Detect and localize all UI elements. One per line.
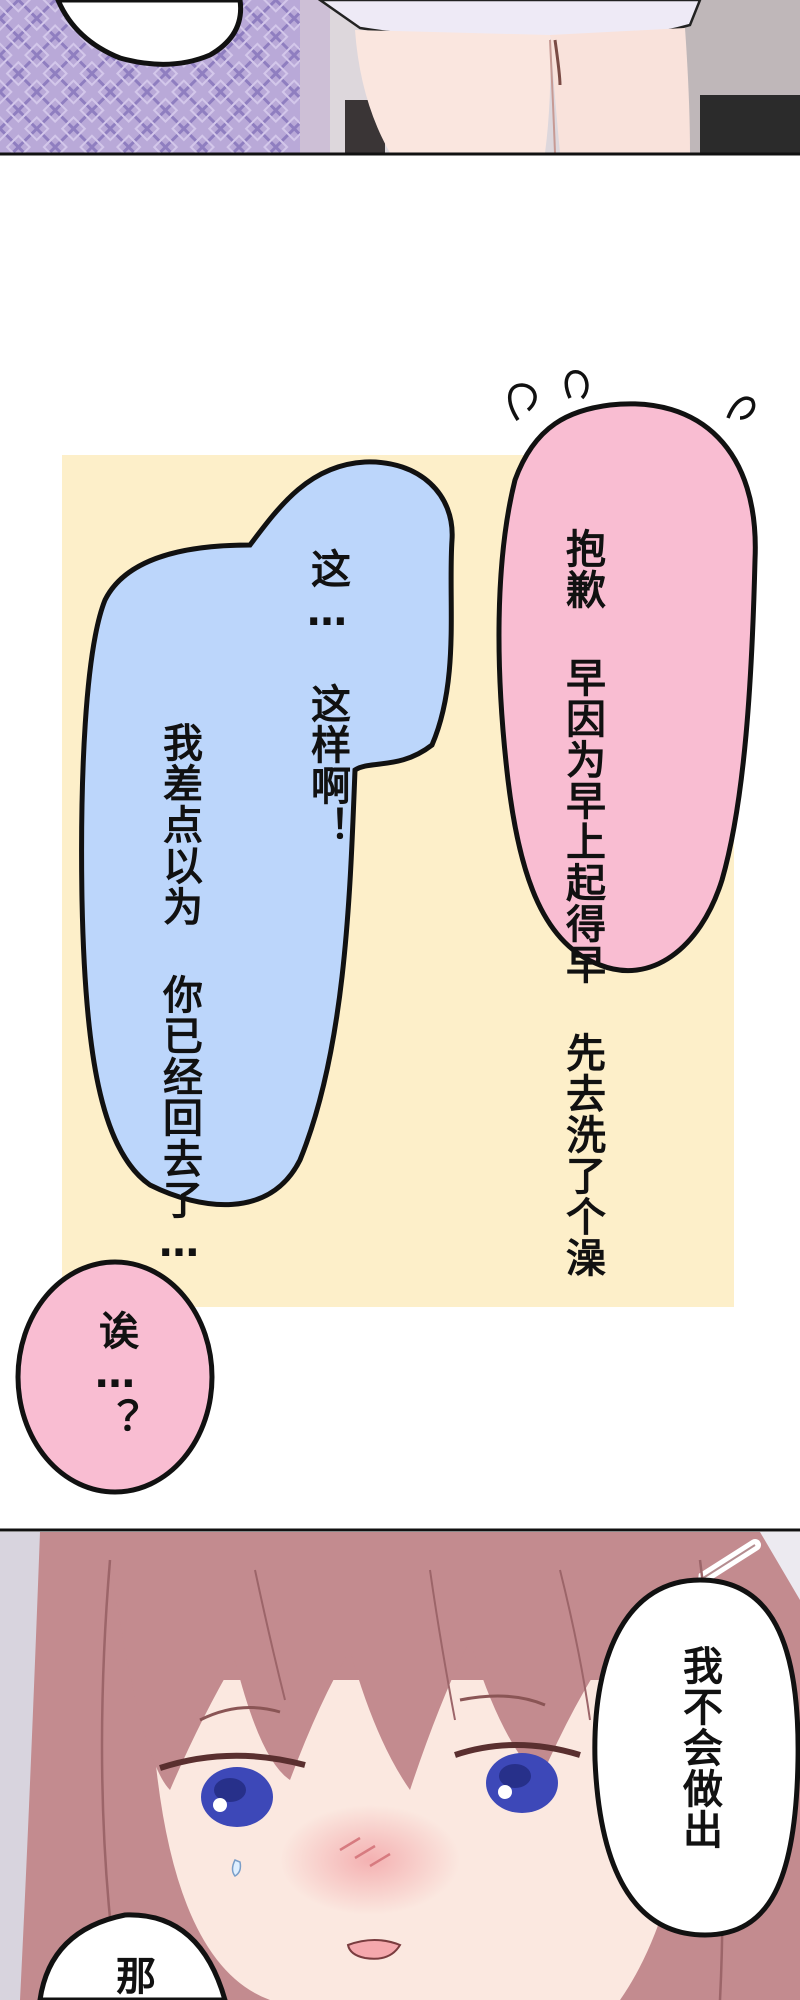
pink-bubble-right-line: 抱歉: [559, 528, 605, 610]
blue-bubble-line: 这…: [304, 548, 350, 636]
pink-bubble-left: [15, 1259, 215, 1495]
bottom-bubble-right-line: 我不会做出: [676, 1645, 722, 1850]
bottom-panel: [0, 1532, 800, 2000]
blue-bubble-text-top: 这… 这样啊！: [300, 548, 354, 847]
bottom-bubble-left-text: 那: [105, 1955, 159, 1996]
surprise-mark: [508, 383, 537, 421]
pink-bubble-right-text: 抱歉 早因为早上起得早 先去洗了个澡: [555, 528, 609, 1278]
pink-bubble-left-text: 诶…？: [88, 1310, 142, 1439]
pink-bubble-right: [496, 401, 758, 973]
blue-bubble-line: 我差点以为: [156, 722, 202, 927]
pink-bubble-left-line: 诶…？: [92, 1310, 138, 1439]
bottom-bubble-left: [37, 1912, 228, 2000]
bottom-bubble-left-line: 那: [109, 1955, 155, 1996]
surprise-mark: [564, 370, 589, 400]
surprise-mark: [726, 396, 756, 420]
blue-bubble: [79, 459, 455, 1208]
pink-bubble-right-line: 早因为早上起得早: [559, 657, 605, 985]
bottom-bubble-right: [592, 1577, 800, 1938]
blue-bubble-line: 这样啊！: [304, 683, 350, 847]
pink-bubble-right-line: 先去洗了个澡: [559, 1032, 605, 1278]
blue-bubble-text-bottom: 我差点以为 你已经回去了…: [152, 722, 206, 1267]
top-panel: [0, 0, 800, 154]
blue-bubble-line: 你已经回去了…: [156, 974, 202, 1267]
bottom-bubble-right-text: 我不会做出: [672, 1645, 726, 1850]
